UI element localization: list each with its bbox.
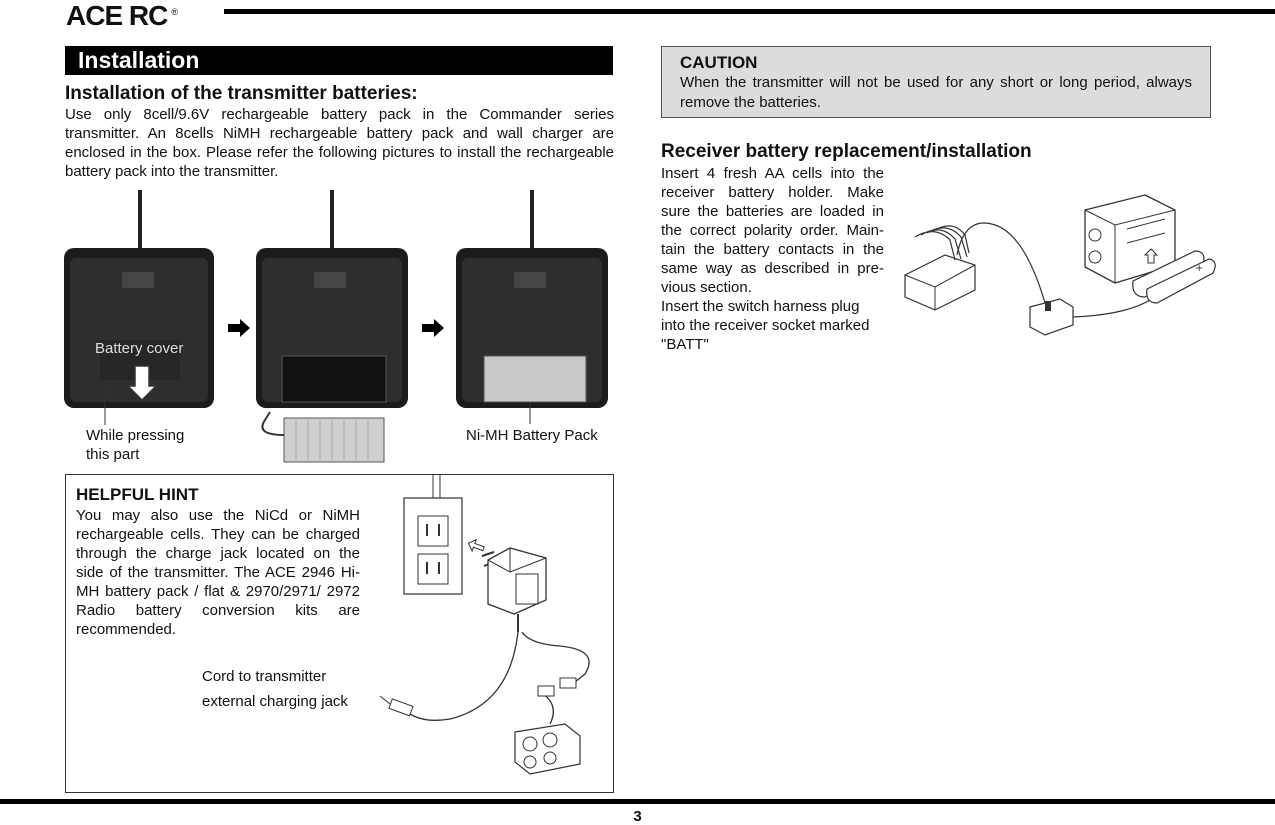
- svg-text:+: +: [1195, 263, 1203, 274]
- switch-harness-icon: [1029, 298, 1074, 336]
- installation-heading: Installation of the transmitter batterie…: [65, 83, 418, 104]
- section-title-bar: Installation: [65, 46, 613, 75]
- arrow-right-icon: [228, 319, 250, 337]
- connector-icon: [537, 677, 577, 697]
- battery-cover-label: Battery cover: [95, 340, 184, 357]
- transmitter-back-3: [456, 190, 608, 408]
- receiver-heading: Receiver battery replacement/installatio…: [661, 141, 1032, 162]
- logo-text: ACE RC: [66, 0, 168, 31]
- page-number: 3: [633, 808, 642, 825]
- caution-title: CAUTION: [680, 53, 758, 72]
- installation-body: Use only 8cell/9.6V rechargeable battery…: [65, 106, 614, 180]
- caution-body: When the transmitter will not be used fo…: [680, 74, 1192, 111]
- nimh-pack-label: Ni-MH Battery Pack: [466, 427, 598, 444]
- while-pressing-label-1: While pressing: [86, 427, 185, 444]
- loose-battery-pack: [261, 411, 385, 463]
- transmitter-back-1: [64, 190, 214, 408]
- ace-rc-logo: ACE RC®: [66, 2, 216, 30]
- receiver-illustration: +: [904, 194, 1216, 336]
- receiver-body: Insert 4 fresh AA cells into the receive…: [661, 164, 884, 354]
- caution-box: CAUTION When the transmitter will not be…: [661, 46, 1211, 118]
- footer-rule: [0, 799, 1275, 804]
- wall-outlet-icon: [403, 474, 463, 595]
- wall-charger-icon: [481, 547, 547, 632]
- transmitter-back-2: [256, 190, 408, 408]
- receiver-body-2: Insert the switch harness plug into the …: [661, 298, 870, 353]
- receiver-icon: [904, 225, 976, 311]
- charging-plug-icon: [379, 695, 414, 717]
- plug-in-arrow-icon: [467, 538, 485, 553]
- aa-battery-icon: +: [1132, 250, 1216, 304]
- helpful-hint-box: [65, 474, 614, 793]
- cord-label-1: Cord to transmitter: [202, 668, 327, 685]
- receiver-body-1: Insert 4 fresh AA cells into the receive…: [661, 165, 884, 296]
- cord-label-2: external charging jack: [202, 693, 348, 710]
- battery-holder-icon: [514, 723, 581, 775]
- transmitter-illustrations: [64, 190, 608, 463]
- charger-illustration: [379, 474, 590, 775]
- press-arrow-icon: [126, 365, 158, 402]
- hint-title: HELPFUL HINT: [76, 485, 199, 504]
- while-pressing-label-2: this part: [86, 446, 140, 463]
- insert-arrow-icon: [1143, 248, 1159, 264]
- arrow-right-icon-2: [422, 319, 444, 337]
- hint-body: You may also use the NiCd or NiMH rechar…: [76, 507, 360, 638]
- registered-mark: ®: [171, 7, 178, 17]
- header-rule: [224, 9, 1275, 14]
